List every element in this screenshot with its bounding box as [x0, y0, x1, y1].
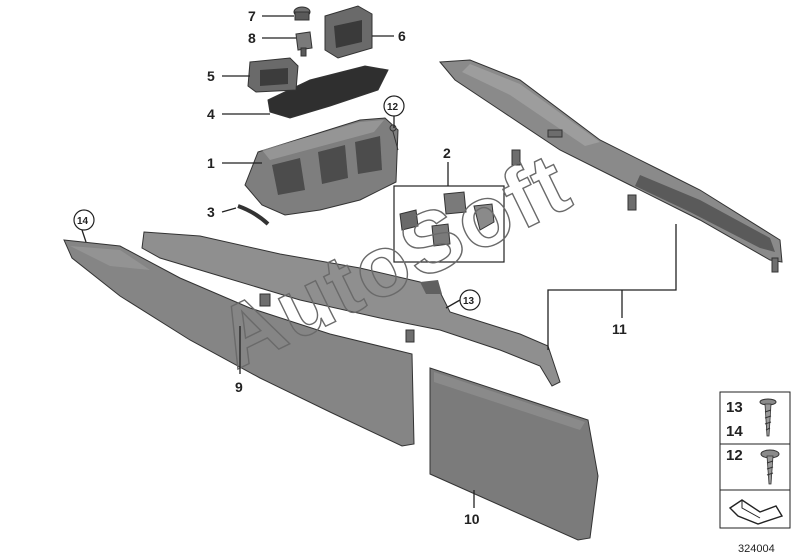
leader-lines — [81, 15, 677, 508]
callout-5: 5 — [207, 68, 215, 84]
callout-12: 12 — [387, 102, 399, 113]
part-3-strip — [237, 204, 270, 226]
callout-10: 10 — [464, 511, 480, 527]
part-6-insert — [324, 5, 373, 59]
callout-9: 9 — [235, 379, 243, 395]
part-11-trim-strip — [438, 59, 783, 273]
part-4-mat — [267, 65, 389, 119]
part-9-side-panel — [63, 239, 415, 447]
callout-3: 3 — [207, 204, 215, 220]
legend-13: 13 — [726, 399, 743, 416]
callout-7: 7 — [248, 8, 256, 24]
callout-labels: 7 8 6 5 4 1 3 2 9 10 11 12 13 14 — [73, 8, 627, 527]
callout-2: 2 — [443, 145, 451, 161]
callout-11: 11 — [612, 321, 627, 337]
screw-13-14-icon — [759, 398, 777, 437]
fastener-legend: 13 14 12 — [719, 391, 791, 529]
legend-14: 14 — [726, 423, 743, 440]
part-10-lower-panel — [429, 367, 599, 541]
part-13-upper-cover — [141, 231, 561, 387]
legend-12: 12 — [726, 447, 743, 464]
screw-12-icon — [760, 449, 780, 485]
callout-1: 1 — [207, 155, 215, 171]
callout-8: 8 — [248, 30, 256, 46]
part-1-console-base — [244, 117, 399, 216]
callout-14: 14 — [77, 216, 89, 227]
callout-6: 6 — [398, 28, 406, 44]
part-2-switch-group — [393, 185, 505, 263]
part-7-cap — [293, 6, 311, 21]
diagram-id: 324004 — [738, 543, 775, 555]
orientation-arrow-icon — [728, 499, 784, 525]
callout-4: 4 — [207, 106, 215, 122]
callout-13: 13 — [463, 296, 475, 307]
part-8-clip — [295, 31, 313, 57]
part-5-insert — [247, 57, 299, 93]
